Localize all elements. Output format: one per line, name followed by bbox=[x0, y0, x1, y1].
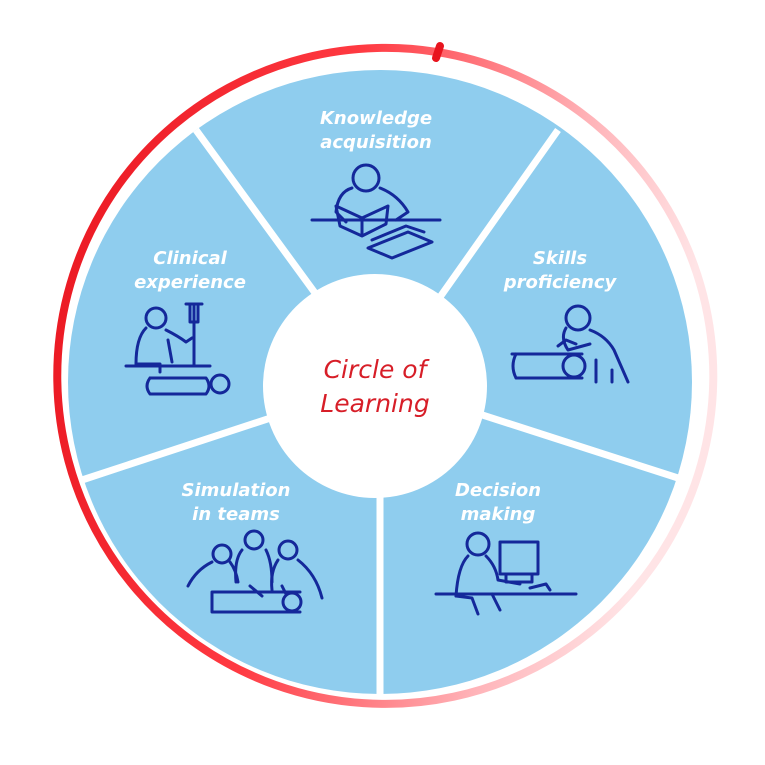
person-reading-icon bbox=[310, 163, 442, 260]
segment-label: making bbox=[461, 504, 536, 525]
segment-skills-proficiency: Skills proficiency bbox=[503, 248, 630, 384]
segment-label: Skills bbox=[533, 248, 587, 269]
bedside-care-icon bbox=[124, 302, 231, 396]
segment-label: Decision bbox=[455, 480, 541, 501]
center-hub bbox=[263, 274, 487, 498]
segment-label: Clinical bbox=[153, 248, 227, 269]
outer-ring-arrow bbox=[53, 43, 718, 708]
segment-label: acquisition bbox=[320, 132, 432, 153]
segment-label: Simulation bbox=[182, 480, 291, 501]
person-at-computer-icon bbox=[434, 531, 578, 616]
segment-simulation-in-teams: Simulation in teams bbox=[182, 480, 324, 614]
segment-decision-making: Decision making bbox=[434, 480, 578, 616]
segment-label: in teams bbox=[192, 504, 280, 525]
segment-knowledge-acquisition: Knowledge acquisition bbox=[310, 108, 442, 260]
segment-label: experience bbox=[134, 272, 246, 293]
team-simulation-icon bbox=[186, 529, 324, 614]
segment-clinical-experience: Clinical experience bbox=[124, 248, 246, 396]
procedure-on-patient-icon bbox=[510, 304, 630, 384]
segment-label: proficiency bbox=[503, 272, 618, 293]
center-title-line-1: Circle of bbox=[324, 355, 430, 384]
center-title-line-2: Learning bbox=[320, 389, 429, 418]
segment-label: Knowledge bbox=[320, 108, 432, 129]
outer-ring-head bbox=[432, 42, 444, 62]
